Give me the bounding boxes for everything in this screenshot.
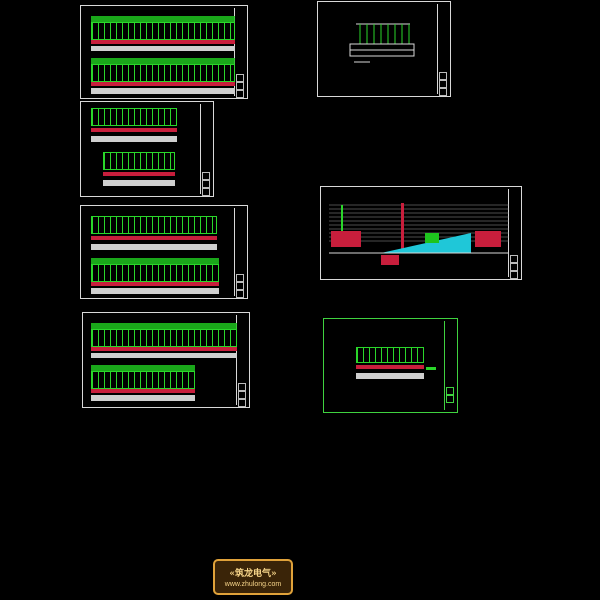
floor-plan-upper [91,108,177,144]
watermark-logo: «筑龙电气» www.zhulong.com [213,559,293,595]
drawing-sheet-4 [82,312,250,408]
drawing-sheet-1 [80,5,248,99]
floor-plan-lower [91,258,219,296]
riser-elevation [329,203,509,265]
watermark-url: www.zhulong.com [224,581,282,588]
watermark-title: «筑龙电气» [229,569,277,579]
floor-plan [356,347,424,385]
title-block [437,4,448,96]
drawing-sheet-2 [80,101,214,197]
floor-plan-lower [91,58,235,96]
floor-plan-lower [91,365,195,405]
floor-plan-upper [91,323,237,359]
title-block [234,8,245,98]
title-block [234,208,245,298]
floor-plan-upper [91,16,235,52]
title-block [200,104,211,196]
drawing-sheet-6 [320,186,522,280]
drawing-sheet-7 [323,318,458,413]
title-block [236,315,247,407]
floor-plan-lower [103,152,175,188]
distribution-diagram [349,23,415,63]
drawing-sheet-3 [80,205,248,299]
plan-label [426,367,436,370]
floor-plan-upper [91,216,217,254]
drawing-sheet-5 [317,1,451,97]
title-block [444,321,455,410]
